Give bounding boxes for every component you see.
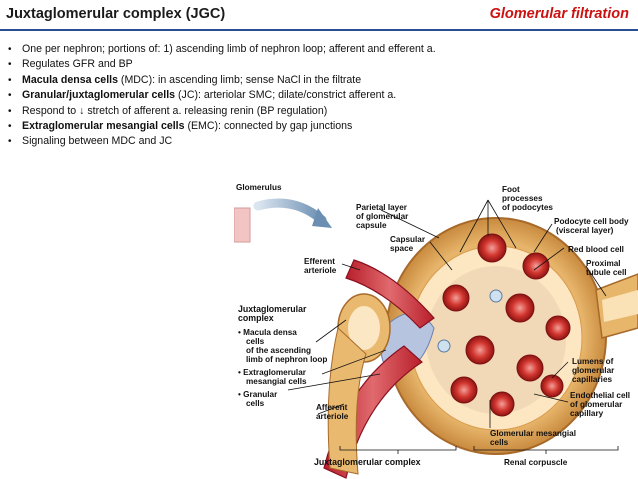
bullet-item: •One per nephron; portions of: 1) ascend… bbox=[8, 42, 628, 57]
section-title: Glomerular filtration bbox=[489, 6, 629, 22]
label-capsular-space: Capsular space bbox=[390, 235, 427, 253]
label-lumens-capillaries: Lumens of glomerular capillaries bbox=[572, 357, 617, 384]
bullet-item: •Extraglomerular mesangial cells (EMC): … bbox=[8, 119, 628, 134]
jgc-anatomy-illustration: Glomerulus Parietal layer of glomerular … bbox=[234, 183, 638, 479]
bullet-dot-icon: • bbox=[8, 59, 12, 71]
label-macula-densa: • Macula densa cells of the ascending li… bbox=[238, 328, 327, 364]
label-red-blood-cell: Red blood cell bbox=[568, 245, 624, 254]
label-glomerulus: Glomerulus bbox=[236, 183, 282, 192]
bullet-list: •One per nephron; portions of: 1) ascend… bbox=[8, 42, 628, 150]
red-blood-cells bbox=[437, 233, 571, 417]
label-parietal-layer: Parietal layer of glomerular capsule bbox=[356, 203, 411, 230]
bullet-item: •Respond to ↓ stretch of afferent a. rel… bbox=[8, 104, 628, 119]
bullet-dot-icon: • bbox=[8, 136, 12, 148]
label-podocyte-cell-body: Podocyte cell body (visceral layer) bbox=[554, 217, 631, 235]
bullet-item: •Macula densa cells (MDC): in ascending … bbox=[8, 73, 628, 88]
bottom-brackets bbox=[339, 446, 619, 454]
bullet-item: •Regulates GFR and BP bbox=[8, 57, 628, 72]
label-bottom-jgc: Juxtaglomerular complex bbox=[314, 457, 421, 467]
label-granular-cells: • Granular cells bbox=[238, 390, 280, 408]
label-glomerular-mesangial: Glomerular mesangial cells bbox=[490, 429, 578, 447]
bullet-dot-icon: • bbox=[8, 90, 12, 102]
label-afferent-arteriole: Afferent arteriole bbox=[316, 403, 350, 421]
label-extraglomerular-mesangial: • Extraglomerular mesangial cells bbox=[238, 368, 308, 386]
leader-lines bbox=[287, 199, 607, 428]
bullet-item: •Granular/juxtaglomerular cells (JC): ar… bbox=[8, 88, 628, 103]
label-foot-processes: Foot processes of podocytes bbox=[502, 185, 553, 212]
bullet-item: •Signaling between MDC and JC bbox=[8, 134, 628, 149]
header-divider bbox=[0, 29, 638, 31]
bullet-dot-icon: • bbox=[8, 44, 12, 55]
proximal-tubule-shape bbox=[595, 273, 638, 339]
label-endothelial-cell: Endothelial cell of glomerular capillary bbox=[570, 391, 632, 418]
bullet-dot-icon: • bbox=[8, 105, 12, 117]
slide-title: Juxtaglomerular complex (JGC) bbox=[6, 6, 226, 22]
label-efferent-arteriole: Efferent arteriole bbox=[304, 257, 337, 275]
bullet-dot-icon: • bbox=[8, 74, 12, 86]
bullet-dot-icon: • bbox=[8, 121, 12, 133]
efferent-arteriole-shape bbox=[345, 259, 435, 329]
label-jgc-title: Juxtaglomerular complex bbox=[238, 304, 309, 323]
slide-header: Juxtaglomerular complex (JGC) Glomerular… bbox=[0, 0, 638, 28]
label-bottom-renal-corpuscle: Renal corpuscle bbox=[504, 458, 568, 467]
ascending-limb-shape bbox=[327, 293, 391, 475]
glomerulus-inset bbox=[234, 198, 332, 243]
label-proximal-tubule-cell: Proximal tubule cell bbox=[586, 259, 627, 277]
